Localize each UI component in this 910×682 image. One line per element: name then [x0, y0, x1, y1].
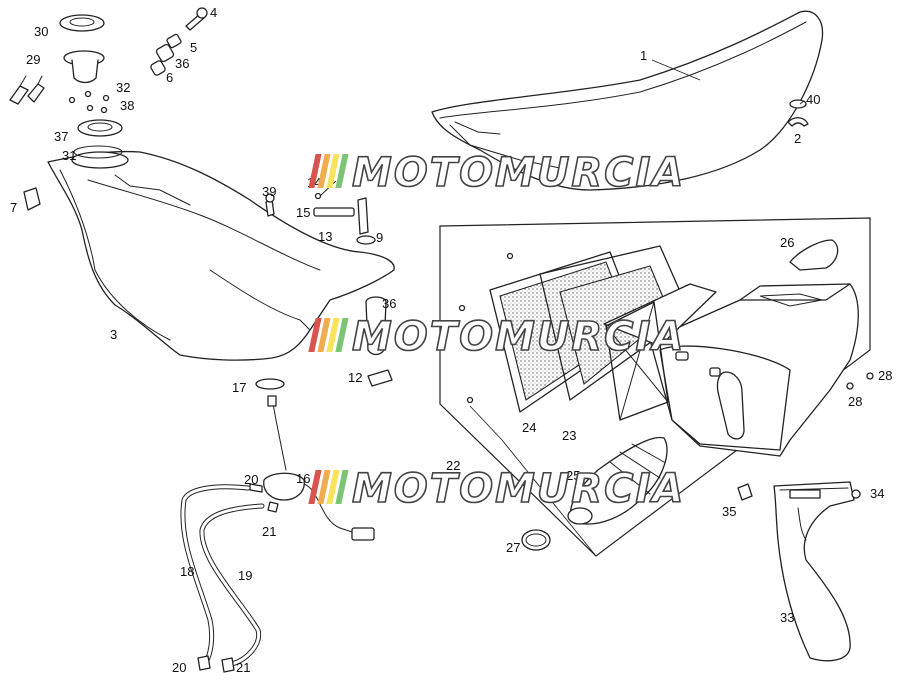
wm-stripe-2 [317, 154, 331, 188]
clip-part-12 [367, 369, 393, 387]
fuel-cap-parts [59, 14, 123, 159]
leader-lines [319, 59, 805, 557]
wm-stripe-2 [317, 318, 331, 352]
callout-35: 35 [722, 504, 736, 519]
callout-7: 7 [10, 200, 17, 215]
callout-17: 17 [232, 380, 246, 395]
callout-4: 4 [210, 5, 217, 20]
callout-3: 3 [110, 327, 117, 342]
airbox-assembly-22 [439, 217, 874, 557]
wm-stripe-4 [335, 318, 349, 352]
watermark-stripes [308, 470, 349, 504]
hose-clamp-27 [521, 529, 551, 551]
callout-30: 30 [34, 24, 48, 39]
wm-stripe-3 [326, 470, 340, 504]
callout-9: 9 [376, 230, 383, 245]
callout-21b: 21 [236, 660, 250, 675]
callout-27: 27 [506, 540, 520, 555]
callout-29: 29 [26, 52, 40, 67]
callout-13: 13 [318, 229, 332, 244]
callout-20b: 20 [172, 660, 186, 675]
wm-stripe-1 [308, 470, 322, 504]
tank-mount-hardware [265, 192, 376, 245]
callout-20a: 20 [244, 472, 258, 487]
callout-26: 26 [780, 235, 794, 250]
callout-15: 15 [296, 205, 310, 220]
callout-16: 16 [296, 471, 310, 486]
callout-1: 1 [640, 48, 647, 63]
callout-18: 18 [180, 564, 194, 579]
wm-stripe-1 [308, 318, 322, 352]
watermark-stripes [308, 318, 349, 352]
callout-36a: 36 [175, 56, 189, 71]
callout-37: 37 [54, 129, 68, 144]
hardware-top [68, 7, 208, 114]
callout-36b: 36 [382, 296, 396, 311]
wm-stripe-4 [335, 154, 349, 188]
bracket-part-7 [23, 187, 41, 211]
watermark-3: MOTOMURCIA [308, 465, 685, 513]
watermark-1: MOTOMURCIA [308, 149, 685, 197]
callout-22: 22 [446, 458, 460, 473]
wm-stripe-4 [335, 470, 349, 504]
callout-6: 6 [166, 70, 173, 85]
watermark-2: MOTOMURCIA [308, 313, 685, 361]
callout-19: 19 [238, 568, 252, 583]
fuel-petcock-assembly [249, 378, 375, 541]
callout-5: 5 [190, 40, 197, 55]
watermark-stripes [308, 154, 349, 188]
fuel-hoses [180, 484, 265, 673]
callout-31: 31 [62, 148, 76, 163]
watermark-text: MOTOMURCIA [352, 150, 685, 196]
callout-23: 23 [562, 428, 576, 443]
callout-21a: 21 [262, 524, 276, 539]
wm-stripe-2 [317, 470, 331, 504]
callout-33: 33 [780, 610, 794, 625]
watermark-text: MOTOMURCIA [352, 466, 685, 512]
callout-32: 32 [116, 80, 130, 95]
callout-28a: 28 [878, 368, 892, 383]
watermark-text: MOTOMURCIA [352, 314, 685, 360]
wm-stripe-3 [326, 318, 340, 352]
callout-2: 2 [794, 131, 801, 146]
callout-38: 38 [120, 98, 134, 113]
callout-34: 34 [870, 486, 884, 501]
rear-guard-33 [737, 481, 861, 662]
callout-28b: 28 [848, 394, 862, 409]
callout-40: 40 [806, 92, 820, 107]
wm-stripe-1 [308, 154, 322, 188]
seat-part [431, 10, 824, 191]
callout-24: 24 [522, 420, 536, 435]
rubber-mount-36 [365, 296, 387, 356]
callout-12: 12 [348, 370, 362, 385]
key-parts [9, 75, 45, 105]
wm-stripe-3 [326, 154, 340, 188]
callout-39: 39 [262, 184, 276, 199]
callout-25: 25 [566, 468, 580, 483]
